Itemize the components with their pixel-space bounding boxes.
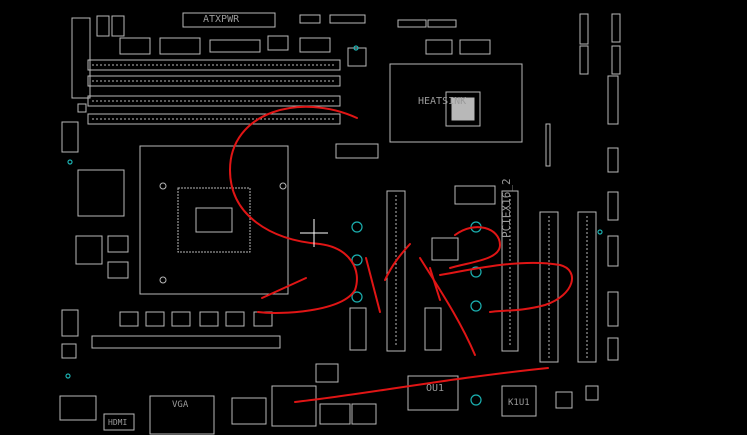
dimm-slot[interactable] bbox=[87, 59, 341, 71]
atx-power-label: ATXPWR bbox=[203, 14, 240, 25]
via bbox=[351, 254, 363, 266]
dimm-slot[interactable] bbox=[87, 113, 341, 125]
cpu-socket[interactable] bbox=[139, 145, 289, 295]
pcie-slot[interactable] bbox=[539, 211, 559, 363]
ou1-label: OU1 bbox=[426, 383, 445, 394]
pcie-label: PCIEX16_2 bbox=[500, 178, 513, 238]
red-markup-strokes bbox=[228, 105, 573, 403]
chip-ou1[interactable] bbox=[407, 375, 459, 411]
pcie-slot[interactable] bbox=[386, 190, 406, 352]
via bbox=[351, 221, 363, 233]
hdmi-label: HDMI bbox=[108, 418, 128, 427]
pcie-slot[interactable] bbox=[577, 211, 597, 363]
via bbox=[351, 291, 363, 303]
via bbox=[470, 394, 482, 406]
dimm-slot[interactable] bbox=[87, 95, 341, 107]
vga-label: VGA bbox=[172, 400, 189, 410]
pcie-x16-slot-2[interactable] bbox=[501, 190, 519, 352]
vga-port[interactable] bbox=[149, 395, 215, 435]
via bbox=[470, 300, 482, 312]
heatsink-label: HEATSINK bbox=[418, 96, 467, 107]
chip-k1u1[interactable] bbox=[501, 385, 537, 417]
via bbox=[470, 266, 482, 278]
dimm-slot[interactable] bbox=[87, 75, 341, 87]
atx-power-connector[interactable] bbox=[182, 12, 276, 28]
heatsink-outline[interactable] bbox=[389, 63, 523, 143]
k1u1-label: K1U1 bbox=[508, 398, 530, 408]
hdmi-port[interactable] bbox=[103, 413, 135, 431]
